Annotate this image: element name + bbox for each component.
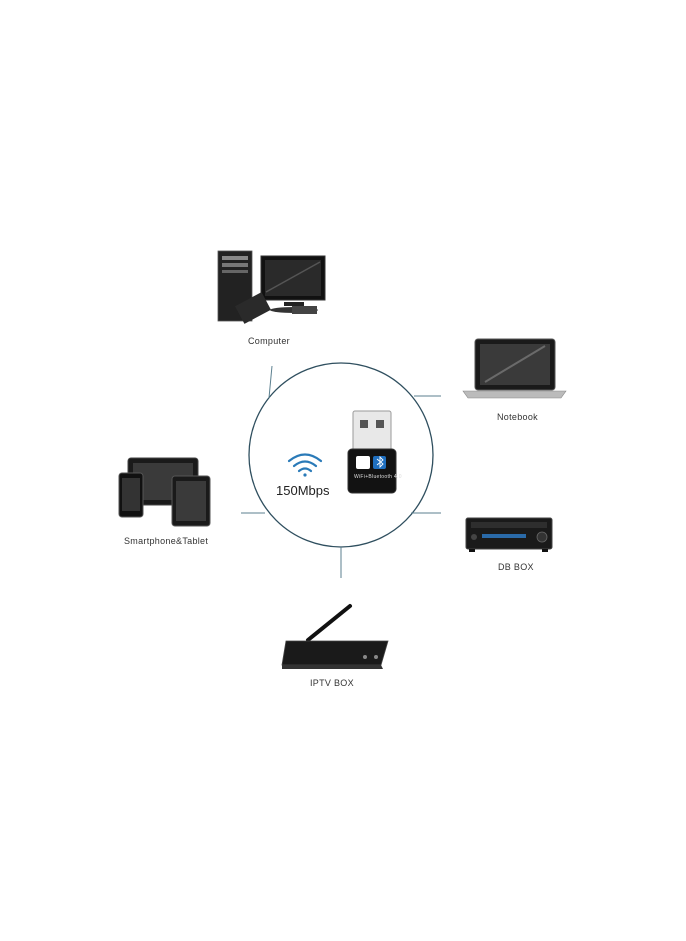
label-computer: Computer <box>248 336 290 346</box>
wifi-icon <box>287 453 323 477</box>
label-iptv-box: IPTV BOX <box>310 678 354 688</box>
label-db-box: DB BOX <box>498 562 534 572</box>
smartphone-tablet-icon <box>118 457 211 527</box>
wifi-badge <box>356 456 370 469</box>
hub-circle <box>248 362 434 548</box>
dongle-label: WiFi+Bluetooth 4.0 <box>354 474 402 480</box>
label-smartphone-tablet: Smartphone&Tablet <box>124 536 209 546</box>
connector-computer <box>268 365 273 399</box>
computer-icon <box>217 250 326 324</box>
speed-label: 150Mbps <box>276 483 330 498</box>
usb-dongle-icon <box>347 410 397 494</box>
db-box-icon <box>465 517 553 552</box>
iptv-box-icon <box>281 604 389 669</box>
notebook-icon <box>462 338 567 399</box>
label-notebook: Notebook <box>497 412 538 422</box>
